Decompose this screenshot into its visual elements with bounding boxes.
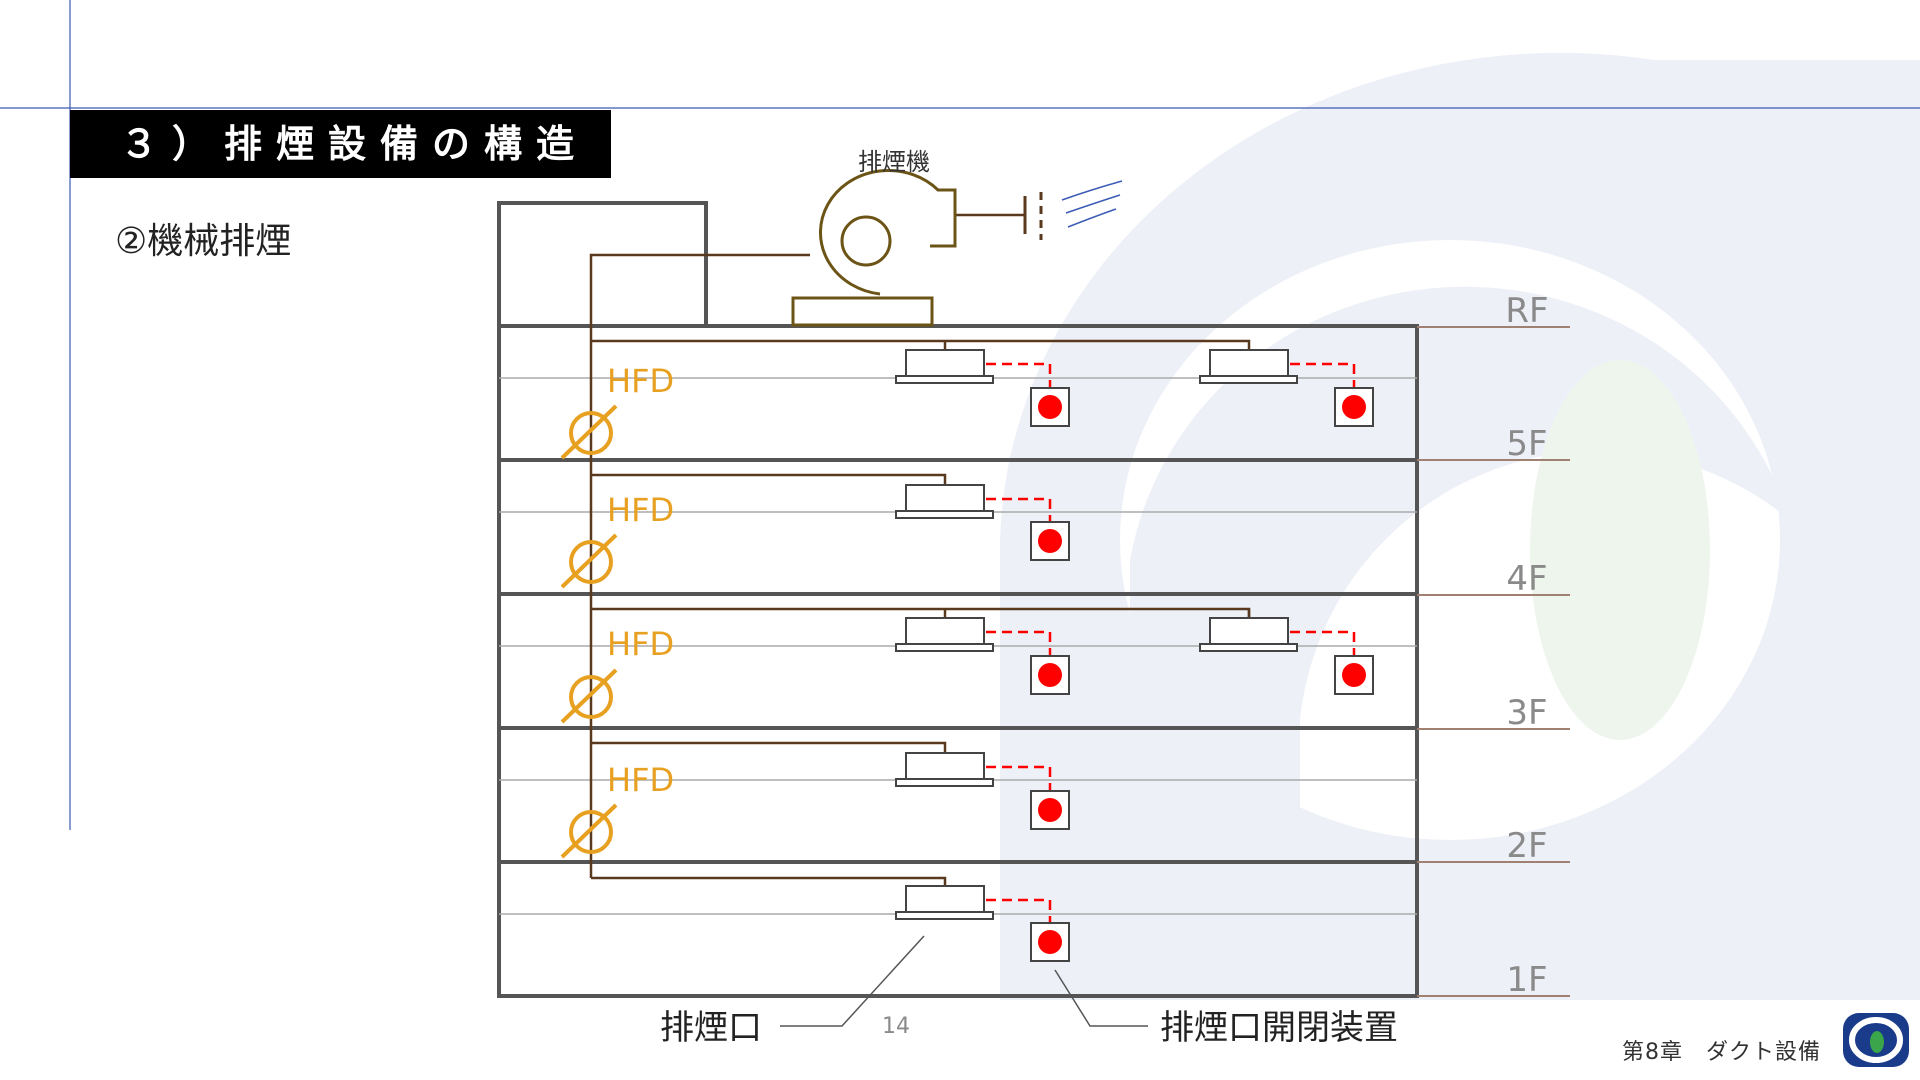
- smoke-outlet-icon: [895, 484, 994, 519]
- smoke-outlet-icon: [895, 752, 994, 787]
- outlet-actuator-icon: [1334, 387, 1374, 427]
- outlet-actuator-icon: [1334, 655, 1374, 695]
- floor-label-rf: RF: [1505, 291, 1548, 331]
- rooftop-fan-room: [497, 201, 708, 328]
- smoke-exhaust-fan-icon: [791, 168, 957, 327]
- smoke-outlet-icon: [895, 617, 994, 652]
- company-logo-icon: [1843, 1013, 1909, 1067]
- chapter-footer: 第8章 ダクト設備: [1622, 1040, 1821, 1065]
- fire-damper-icon: [560, 533, 618, 589]
- floor-label-5f: 5F: [1506, 424, 1547, 464]
- actuator-callout-line: [1054, 969, 1148, 1027]
- damper-label-2f: HFD: [607, 761, 674, 799]
- floor-label-3f: 3F: [1506, 693, 1547, 733]
- outlet-actuator-icon: [1030, 655, 1070, 695]
- slide-subtitle: ②機械排煙: [115, 221, 292, 262]
- smoke-outlet-icon: [1199, 349, 1298, 384]
- smoke-outlet-icon: [895, 349, 994, 384]
- exhaust-air-flow: [1061, 180, 1123, 228]
- damper-label-3f: HFD: [607, 625, 674, 663]
- floor-level-lines: [1417, 326, 1570, 997]
- slide-title: ３）排煙設備の構造: [70, 110, 611, 178]
- watermark-logo: [1000, 52, 1920, 1000]
- exhaust-duct: [589, 196, 1251, 886]
- fire-damper-icon: [560, 803, 618, 859]
- fan-label: 排煙機: [858, 148, 930, 176]
- actuator-links: [986, 362, 1356, 923]
- outlet-actuator-icon: [1030, 387, 1070, 427]
- building-floors: [497, 324, 1419, 998]
- floor-label-2f: 2F: [1506, 826, 1547, 866]
- page-number: 14: [882, 1014, 910, 1039]
- actuator-callout-label: 排煙口開閉装置: [1160, 1008, 1398, 1048]
- outlet-callout-label: 排煙口: [660, 1008, 762, 1048]
- outlet-actuator-icon: [1030, 790, 1070, 830]
- smoke-outlet-icon: [895, 885, 994, 920]
- outlet-callout-line: [780, 935, 925, 1027]
- fire-damper-icon: [560, 668, 618, 724]
- outlet-actuator-icon: [1030, 922, 1070, 962]
- fire-damper-icon: [560, 404, 618, 460]
- damper-label-5f: HFD: [607, 362, 674, 400]
- outlet-actuator-icon: [1030, 521, 1070, 561]
- floor-label-1f: 1F: [1506, 960, 1547, 1000]
- floor-label-4f: 4F: [1506, 559, 1547, 599]
- damper-label-4f: HFD: [607, 491, 674, 529]
- smoke-outlet-icon: [1199, 617, 1298, 652]
